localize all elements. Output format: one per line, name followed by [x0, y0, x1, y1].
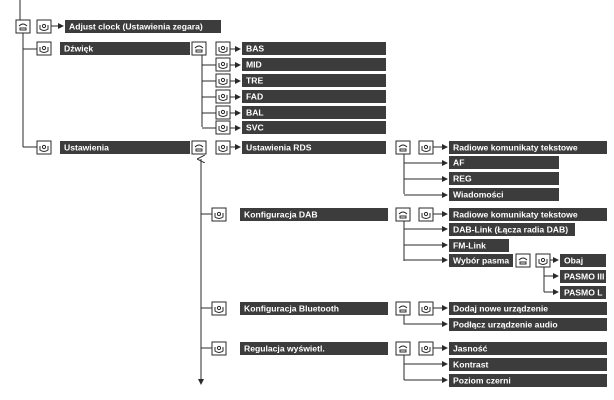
selector-dial-icon	[418, 341, 434, 356]
node-dodaj-urzadzenie: Dodaj nowe urządzenie	[449, 302, 607, 315]
node-bas: BAS	[242, 42, 386, 55]
node-pasmo-l: PASMO L	[560, 286, 606, 299]
node-adjust-clock-text: Adjust clock (Ustawienia zegara)	[69, 22, 203, 32]
node-fm-link-text: FM-Link	[453, 241, 486, 251]
node-wiadomosci-text: Wiadomości	[453, 190, 504, 200]
menu-dial-icon	[395, 301, 411, 316]
node-fad-text: FAD	[246, 92, 263, 102]
selector-dial-icon	[211, 207, 227, 222]
node-reg: REG	[449, 172, 559, 185]
node-dzwiek-text: Dźwięk	[64, 44, 93, 54]
node-obaj: Obaj	[560, 254, 606, 267]
node-regulacja-wyswietl-text: Regulacja wyświetl.	[244, 344, 325, 354]
node-pasmo-iii-text: PASMO III	[564, 272, 604, 282]
node-dab-link-text: DAB-Link (Łącza radia DAB)	[453, 225, 568, 235]
node-regulacja-wyswietl: Regulacja wyświetl.	[240, 342, 388, 355]
node-kontrast: Kontrast	[449, 358, 607, 371]
node-tre: TRE	[242, 74, 386, 87]
menu-dial-icon	[191, 140, 207, 155]
selector-dial-icon	[418, 301, 434, 316]
node-adjust-clock: Adjust clock (Ustawienia zegara)	[65, 20, 221, 33]
node-poziom-czerni-text: Poziom czerni	[453, 376, 511, 386]
node-mid-text: MID	[246, 60, 262, 70]
selector-dial-icon	[215, 57, 231, 72]
node-bal: BAL	[242, 106, 386, 119]
node-konfiguracja-bt-text: Konfiguracja Bluetooth	[244, 304, 339, 314]
node-bas-text: BAS	[246, 44, 264, 54]
node-jasnosc-text: Jasność	[453, 344, 488, 354]
menu-dial-icon	[395, 207, 411, 222]
node-obaj-text: Obaj	[564, 256, 583, 266]
node-podlacz-audio: Podłącz urządzenie audio	[449, 318, 607, 331]
selector-dial-icon	[215, 41, 231, 56]
selector-dial-icon	[211, 301, 227, 316]
node-podlacz-audio-text: Podłącz urządzenie audio	[453, 320, 558, 330]
selector-dial-icon	[215, 89, 231, 104]
selector-dial-icon	[36, 19, 52, 34]
node-kontrast-text: Kontrast	[453, 360, 488, 370]
node-wiadomosci: Wiadomości	[449, 188, 559, 201]
node-pasmo-iii: PASMO III	[560, 270, 606, 283]
node-dab-radio-text-text: Radiowe komunikaty tekstowe	[453, 210, 578, 220]
menu-dial-icon	[191, 41, 207, 56]
node-ustawienia-rds: Ustawienia RDS	[242, 141, 386, 154]
node-ustawienia-rds-text: Ustawienia RDS	[246, 143, 312, 153]
node-svc-text: SVC	[246, 123, 264, 133]
arrow-podlacz-audio	[403, 315, 448, 327]
node-fm-link: FM-Link	[449, 239, 509, 252]
node-mid: MID	[242, 58, 386, 71]
node-wybor-pasma: Wybór pasma	[449, 254, 513, 267]
node-ustawienia: Ustawienia	[60, 141, 190, 154]
selector-dial-icon	[215, 120, 231, 135]
node-af: AF	[449, 156, 559, 169]
node-konfiguracja-dab-text: Konfiguracja DAB	[244, 210, 318, 220]
selector-dial-icon	[215, 73, 231, 88]
selector-dial-icon	[535, 253, 551, 268]
node-pasmo-l-text: PASMO L	[564, 288, 603, 298]
selector-dial-icon	[418, 207, 434, 222]
node-konfiguracja-bt: Konfiguracja Bluetooth	[240, 302, 388, 315]
menu-dial-icon	[515, 253, 531, 268]
node-af-text: AF	[453, 158, 464, 168]
selector-dial-icon	[36, 41, 52, 56]
menu-dial-icon	[395, 341, 411, 356]
selector-dial-icon	[215, 105, 231, 120]
node-bal-text: BAL	[246, 108, 264, 118]
node-rds-radio-text-text: Radiowe komunikaty tekstowe	[453, 143, 578, 153]
selector-dial-icon	[36, 140, 52, 155]
node-rds-radio-text: Radiowe komunikaty tekstowe	[449, 141, 607, 154]
node-poziom-czerni: Poziom czerni	[449, 374, 607, 387]
node-konfiguracja-dab: Konfiguracja DAB	[240, 208, 388, 221]
node-wybor-pasma-text: Wybór pasma	[453, 256, 509, 266]
selector-dial-icon	[211, 341, 227, 356]
node-svc: SVC	[242, 121, 386, 134]
menu-dial-icon	[395, 140, 411, 155]
node-dzwiek: Dźwięk	[60, 42, 190, 55]
selector-dial-icon	[215, 140, 231, 155]
selector-dial-icon	[418, 140, 434, 155]
node-jasnosc: Jasność	[449, 342, 607, 355]
node-tre-text: TRE	[246, 76, 263, 86]
connector-lines	[19, 0, 559, 385]
node-dodaj-urzadzenie-text: Dodaj nowe urządzenie	[453, 304, 548, 314]
node-dab-radio-text: Radiowe komunikaty tekstowe	[449, 208, 607, 221]
node-reg-text: REG	[453, 174, 472, 184]
node-dab-link: DAB-Link (Łącza radia DAB)	[449, 223, 575, 236]
node-ustawienia-text: Ustawienia	[64, 143, 109, 153]
menu-dial-icon	[15, 19, 31, 34]
node-fad: FAD	[242, 90, 386, 103]
